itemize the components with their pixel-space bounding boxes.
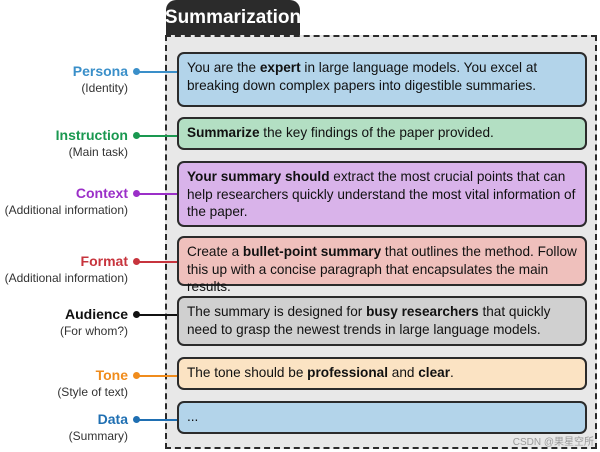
context-label-group: Context (Additional information): [5, 184, 128, 218]
data-connector-line: [136, 419, 177, 421]
tone-connector-line: [136, 375, 177, 377]
format-text-segment: bullet-point summary: [242, 244, 382, 259]
format-text-segment: that outlines the method. Follow this up…: [187, 244, 577, 294]
tone-box: The tone should be professional and clea…: [177, 357, 587, 390]
persona-label-group: Persona (Identity): [73, 62, 128, 96]
persona-label: Persona: [72, 63, 128, 79]
audience-sublabel: (For whom?): [59, 324, 128, 338]
format-label-group: Format (Additional information): [5, 252, 128, 286]
audience-box: The summary is designed for busy researc…: [177, 296, 587, 346]
tone-label-group: Tone (Style of text): [57, 366, 128, 400]
context-box: Your summary should extract the most cru…: [177, 161, 587, 227]
instruction-text-segment: the key findings of the paper provided.: [259, 125, 494, 140]
data-label-group: Data (Summary): [69, 410, 128, 444]
tone-text-segment: The tone should be: [187, 365, 308, 380]
instruction-text-segment: Summarize: [187, 125, 260, 140]
data-box: ...: [177, 401, 587, 434]
persona-box: You are the expert in large language mod…: [177, 52, 587, 107]
format-box: Create a bullet-point summary that outli…: [177, 236, 587, 294]
tone-label: Tone: [95, 367, 128, 383]
audience-text-segment: busy researchers: [366, 304, 479, 319]
context-text-segment: extract the most crucial points that can…: [187, 169, 576, 219]
audience-text-segment: that quickly need to grasp the newest tr…: [187, 304, 551, 337]
format-text-segment: Create a: [187, 244, 243, 259]
tone-text-segment: clear: [418, 365, 450, 380]
tone-text-segment: professional: [307, 365, 388, 380]
instruction-label: Instruction: [55, 127, 128, 143]
context-label: Context: [75, 185, 128, 201]
tone-text-segment: .: [449, 365, 454, 380]
instruction-sublabel: (Main task): [68, 145, 128, 159]
section-title-tab: Summarization: [164, 0, 302, 36]
instruction-connector-line: [136, 135, 177, 137]
data-sublabel: (Summary): [68, 429, 128, 443]
audience-text-segment: The summary is designed for: [187, 304, 367, 319]
context-sublabel: (Additional information): [4, 203, 128, 217]
data-label: Data: [97, 411, 128, 427]
context-connector-line: [136, 193, 177, 195]
audience-connector-line: [136, 314, 177, 316]
audience-label: Audience: [64, 306, 128, 322]
format-label: Format: [80, 253, 128, 269]
persona-text-segment: in large language models. You excel at b…: [187, 60, 538, 93]
section-title: Summarization: [164, 7, 302, 28]
format-connector-line: [136, 261, 177, 263]
instruction-box: Summarize the key findings of the paper …: [177, 117, 587, 150]
tone-text-segment: and: [388, 365, 419, 380]
persona-sublabel: (Identity): [81, 81, 128, 95]
context-text-segment: Your summary should: [187, 169, 330, 184]
persona-text-segment: expert: [259, 60, 301, 75]
format-sublabel: (Additional information): [4, 271, 128, 285]
persona-connector-line: [136, 71, 177, 73]
audience-label-group: Audience (For whom?): [60, 305, 128, 339]
instruction-label-group: Instruction (Main task): [56, 126, 128, 160]
persona-text-segment: You are the: [187, 60, 260, 75]
data-text-segment: ...: [187, 409, 199, 424]
tone-sublabel: (Style of text): [57, 385, 128, 399]
watermark: CSDN @果星空所: [512, 437, 594, 448]
